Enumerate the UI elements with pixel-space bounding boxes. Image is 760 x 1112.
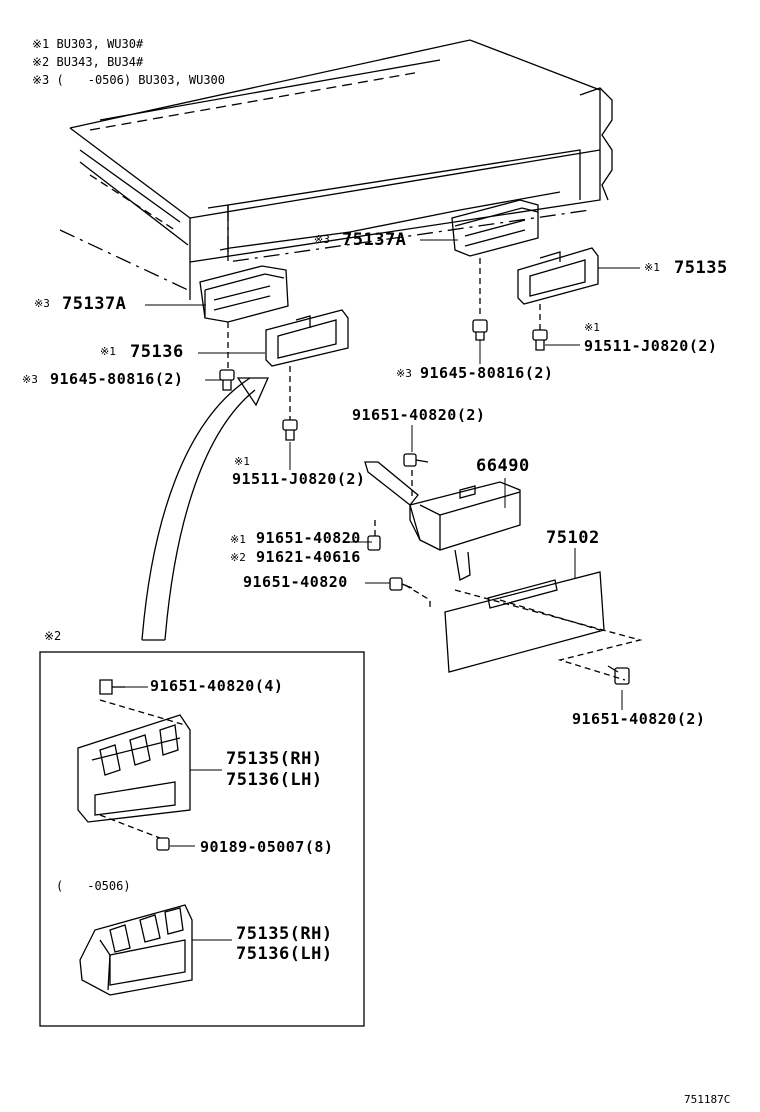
- bracket-75135-shape: [517, 247, 599, 305]
- license-plate-shape: [444, 571, 605, 673]
- part-75137A-right[interactable]: 75137A: [342, 230, 407, 250]
- bolt-91645-right-mark: ※3: [396, 367, 412, 380]
- bumper-pad-right-shape: [451, 199, 539, 257]
- part-75136[interactable]: 75136: [130, 342, 184, 362]
- bumper-pad-left-shape: [199, 265, 289, 323]
- inset-part-91651[interactable]: 91651-40820(4): [150, 677, 284, 695]
- part-91651-top[interactable]: 91651-40820(2): [352, 406, 486, 424]
- part-91621[interactable]: 91621-40616: [256, 548, 361, 566]
- bolt-91645-left-mark: ※3: [22, 373, 38, 386]
- part-91651-bottom[interactable]: 91651-40820(2): [572, 710, 706, 728]
- footnote-2: ※2 BU343, BU34#: [32, 55, 144, 69]
- figure-code: 751187C: [684, 1093, 731, 1106]
- bolts: [219, 319, 630, 685]
- inset-bracket-2: [79, 904, 193, 996]
- inset-leaders: [125, 686, 232, 941]
- p75137A-right-mark: ※3: [314, 233, 330, 246]
- part-75102[interactable]: 75102: [546, 528, 600, 548]
- part-75137A-left[interactable]: 75137A: [62, 294, 127, 314]
- part-91511-left[interactable]: 91511-J0820(2): [232, 470, 366, 488]
- inset-part-75135-rh-2[interactable]: 75135(RH): [236, 924, 333, 944]
- bracket-75136-shape: [265, 309, 349, 367]
- part-91651-low[interactable]: 91651-40820: [243, 573, 348, 591]
- part-66490[interactable]: 66490: [476, 456, 530, 476]
- bolt-91511-left-mark: ※1: [234, 455, 250, 468]
- inset-frame: [39, 651, 365, 1027]
- inset-arrow: [141, 377, 270, 641]
- inset-bracket-1: [77, 679, 191, 851]
- part-91651-mid[interactable]: 91651-40820: [256, 529, 361, 547]
- p75137A-left-mark: ※3: [34, 297, 50, 310]
- leader-lines: [227, 258, 643, 681]
- inset-part-90189[interactable]: 90189-05007(8): [200, 838, 334, 856]
- inset-part-75136-lh-1[interactable]: 75136(LH): [226, 770, 323, 790]
- inset-sub-note: ( -0506): [56, 879, 131, 893]
- vehicle-body-outline: [59, 39, 613, 300]
- inset-part-75135-rh-1[interactable]: 75135(RH): [226, 749, 323, 769]
- part-91645-left[interactable]: 91645-80816(2): [50, 370, 184, 388]
- license-lamp-shape: [364, 461, 521, 581]
- part-91511-right[interactable]: 91511-J0820(2): [584, 337, 718, 355]
- part-75135[interactable]: 75135: [674, 258, 728, 278]
- bolt-91511-right-mark: ※1: [584, 321, 600, 334]
- inset-part-75136-lh-2[interactable]: 75136(LH): [236, 944, 333, 964]
- bolt-91621-mark: ※2: [230, 551, 246, 564]
- footnote-3: ※3 ( -0506) BU303, WU300: [32, 73, 225, 87]
- p75135-mark: ※1: [644, 261, 660, 274]
- inset-title: ※2: [44, 629, 62, 643]
- part-91645-right[interactable]: 91645-80816(2): [420, 364, 554, 382]
- footnote-1: ※1 BU303, WU30#: [32, 37, 144, 51]
- p75136-mark: ※1: [100, 345, 116, 358]
- label-leaders: [145, 239, 640, 710]
- bolt-91651-mid-mark: ※1: [230, 533, 246, 546]
